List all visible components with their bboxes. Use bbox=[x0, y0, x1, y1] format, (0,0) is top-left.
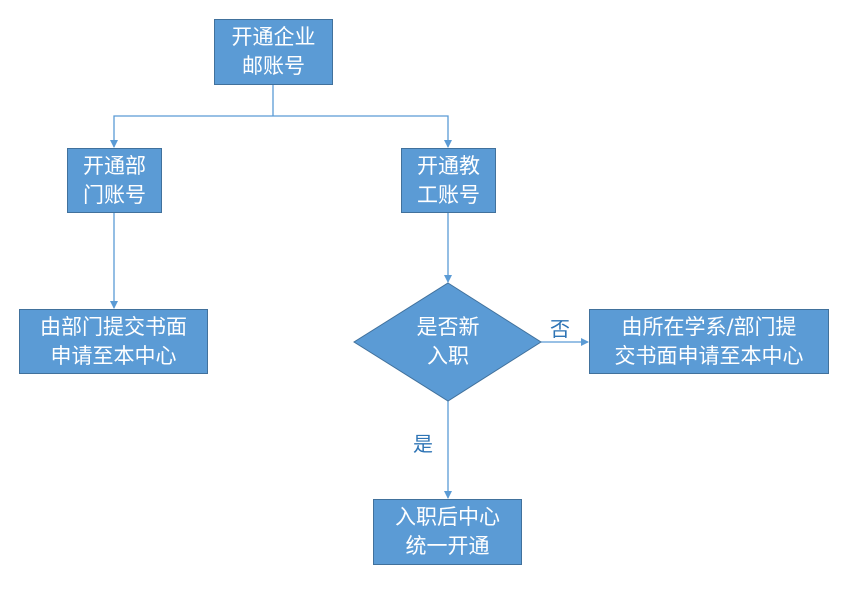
node-text-line: 开通部 bbox=[83, 153, 146, 178]
node-text-line: 开通教 bbox=[417, 153, 480, 178]
node-text-line: 门账号 bbox=[83, 182, 146, 207]
node-text-line: 入职 bbox=[427, 344, 469, 368]
node-dept-written-application: 由部门提交书面 申请至本中心 bbox=[19, 309, 208, 374]
node-text-line: 由部门提交书面 bbox=[40, 314, 187, 339]
decision-diamond bbox=[353, 282, 542, 402]
node-center-open-after-onboarding: 入职后中心 统一开通 bbox=[373, 499, 522, 565]
node-text-line: 交书面申请至本中心 bbox=[614, 343, 804, 368]
node-open-dept-account: 开通部 门账号 bbox=[67, 148, 162, 213]
node-text-line: 工账号 bbox=[417, 182, 480, 207]
node-open-staff-account: 开通教 工账号 bbox=[401, 148, 496, 213]
edge-label-yes: 是 bbox=[413, 432, 433, 456]
node-text-line: 统一开通 bbox=[405, 534, 490, 558]
node-text-line: 入职后中心 bbox=[395, 505, 500, 529]
node-text-line: 是否新 bbox=[416, 315, 480, 339]
edge-label-no: 否 bbox=[550, 317, 570, 341]
node-text-line: 由所在学系/部门提 bbox=[621, 314, 797, 339]
node-text-line: 开通企业 bbox=[231, 25, 316, 49]
connector-split-to-dept-account bbox=[110, 115, 273, 148]
connector-split-to-staff-account bbox=[273, 115, 452, 148]
decision-label: 是否新 入职 bbox=[384, 312, 512, 372]
node-school-written-application: 由所在学系/部门提 交书面申请至本中心 bbox=[589, 309, 829, 374]
node-open-enterprise-mail: 开通企业 邮账号 bbox=[214, 19, 333, 85]
node-text-line: 邮账号 bbox=[242, 54, 305, 78]
node-text-line: 申请至本中心 bbox=[50, 343, 177, 368]
